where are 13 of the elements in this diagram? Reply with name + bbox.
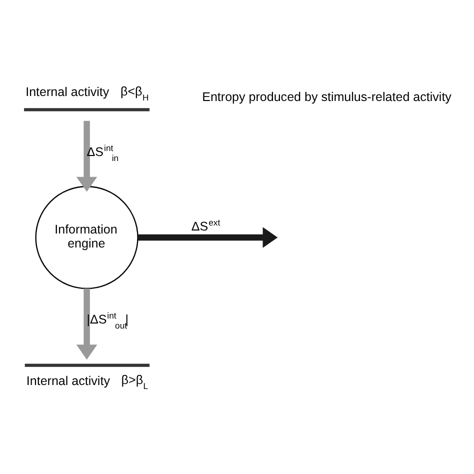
arrow [76, 120, 98, 192]
node-box [24, 363, 150, 366]
node-label: β>β$_{L}$ [121, 372, 148, 391]
node-label: β<β$_{H}$ [120, 84, 149, 102]
edge-label: ΔS$^{ext}$ [191, 216, 220, 233]
arrow [76, 288, 98, 360]
node-label: Internal activity [26, 373, 110, 388]
arrow [138, 226, 278, 248]
node-box [24, 108, 150, 111]
node-circle: Information engine [35, 185, 138, 289]
edge-label: |ΔS$^{int}$$_{out}$| [86, 310, 128, 330]
node-label: Internal activity [26, 84, 110, 99]
label: Entropy produced by stimulus-related activity [202, 89, 452, 104]
